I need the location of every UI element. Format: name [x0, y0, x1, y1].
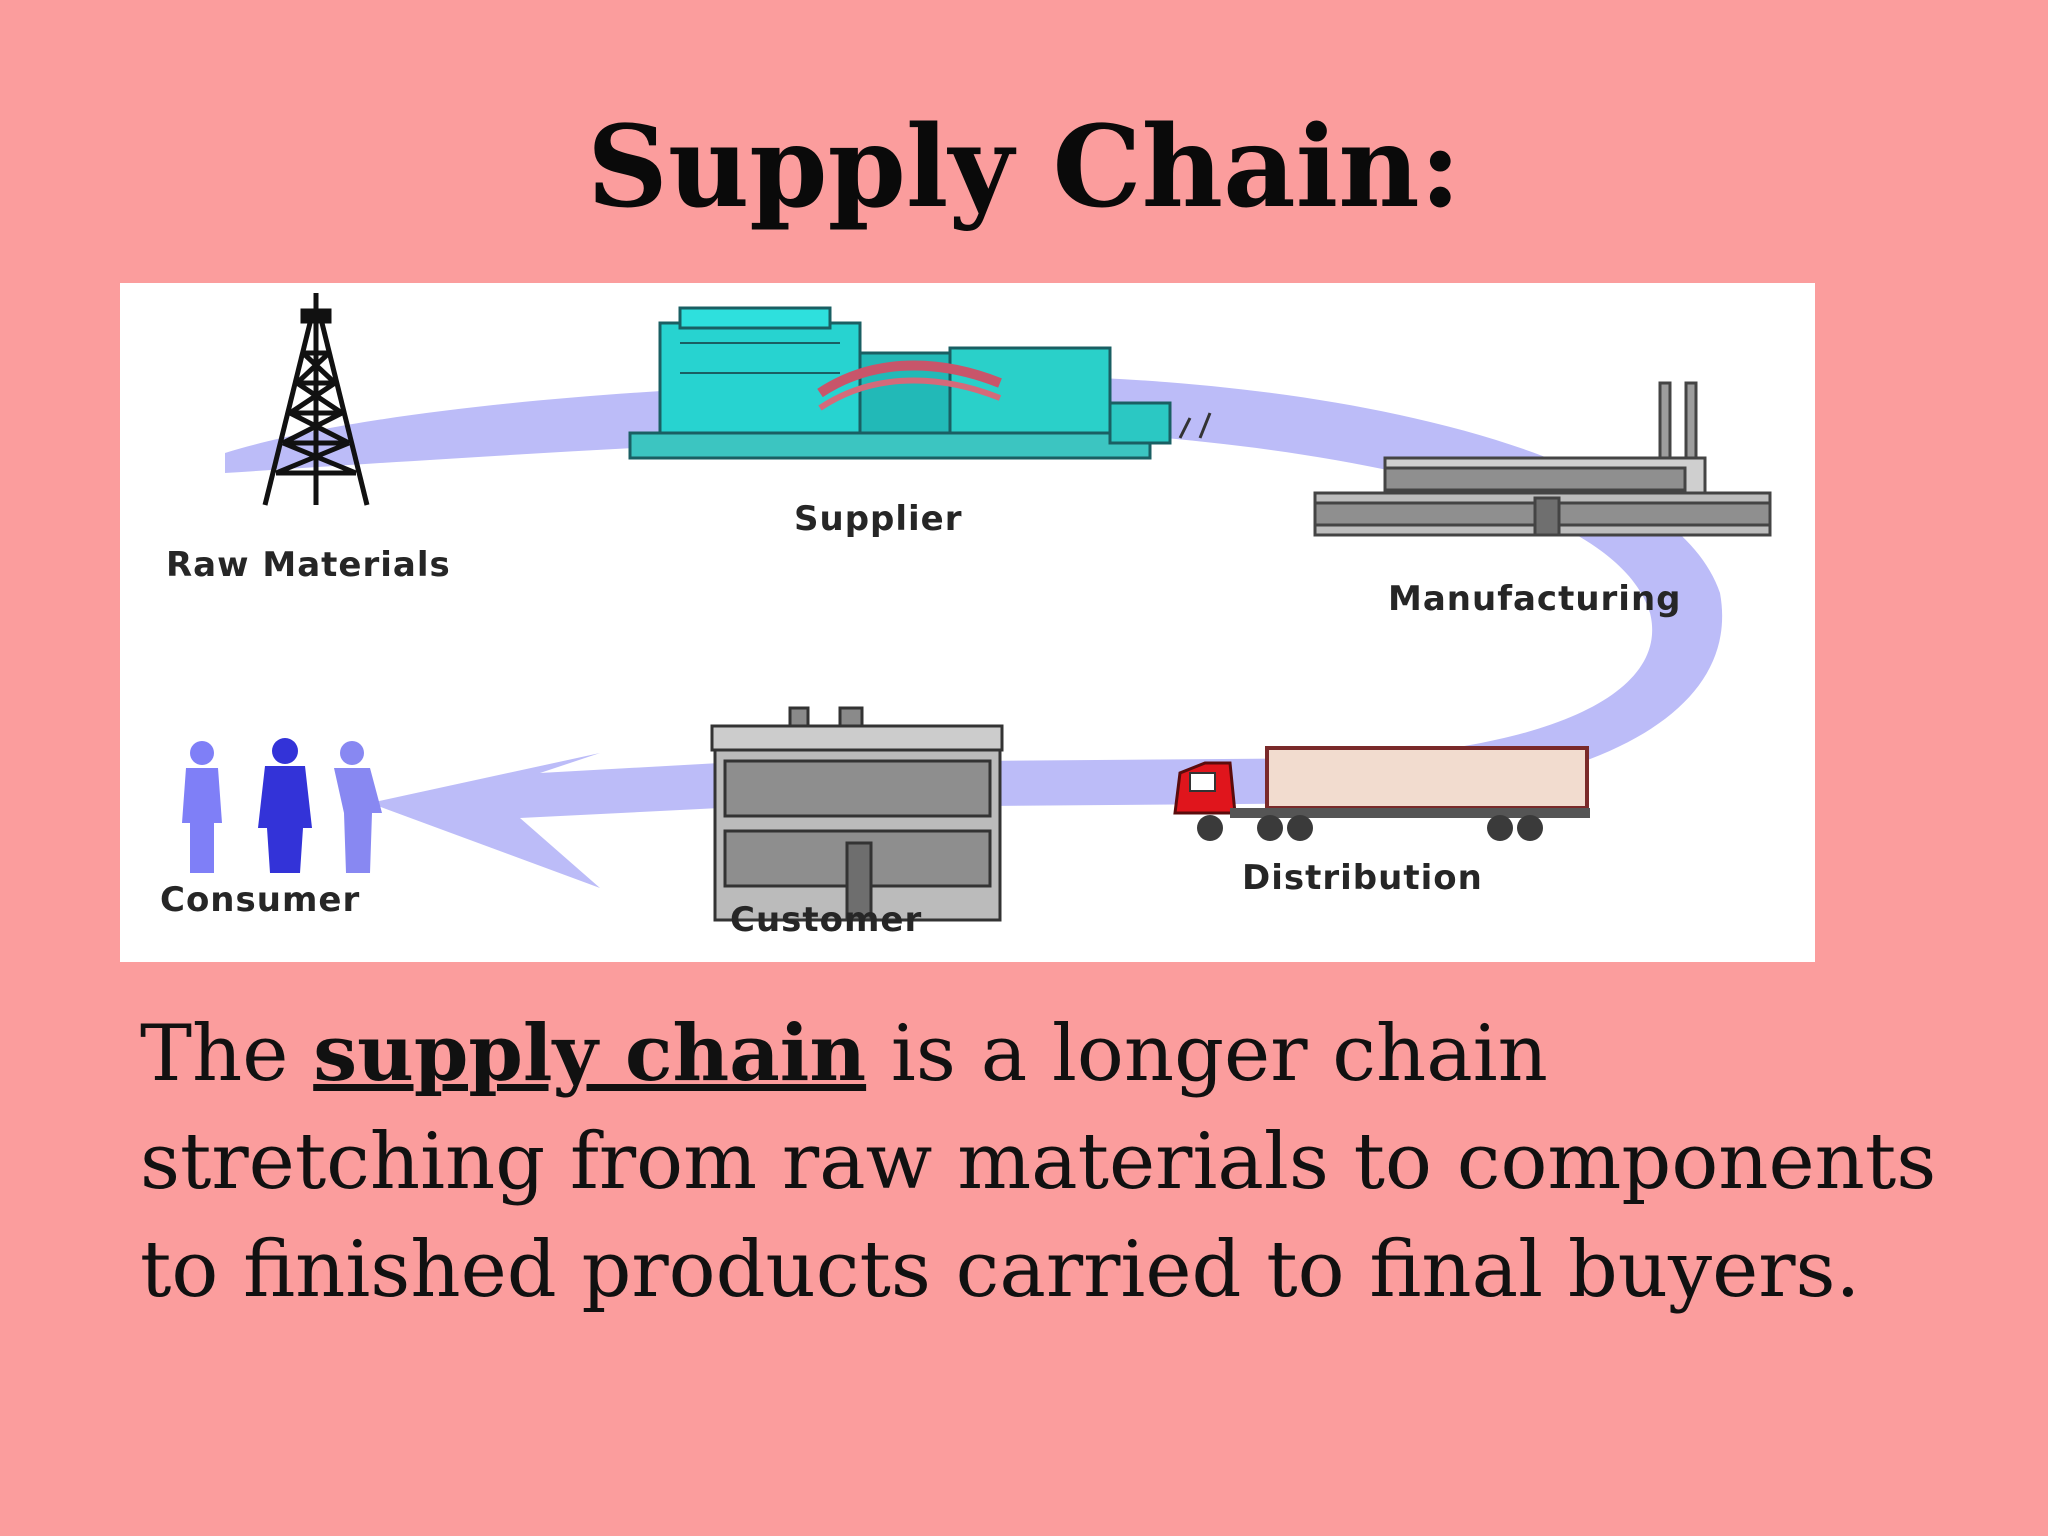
stage-label-customer: Customer [730, 900, 923, 940]
industrial-plant-icon [628, 306, 1212, 460]
supply-chain-diagram: Raw Materials Supplier Manufacturing Dis… [120, 283, 1815, 962]
people-icon [182, 738, 382, 873]
stage-label-raw-materials: Raw Materials [166, 545, 451, 585]
truck-icon [1173, 746, 1590, 841]
store-building-icon [710, 706, 1004, 922]
factory-icon [1313, 381, 1772, 537]
stage-label-supplier: Supplier [794, 499, 963, 539]
oil-derrick-icon [262, 293, 370, 506]
stage-label-manufacturing: Manufacturing [1388, 579, 1682, 619]
stage-label-distribution: Distribution [1242, 858, 1483, 898]
slide-title: Supply Chain: [586, 102, 1461, 233]
definition-term: supply chain [313, 1008, 867, 1099]
stage-label-consumer: Consumer [160, 880, 361, 920]
diagram-graphics [182, 293, 1772, 922]
definition-prefix: The [140, 1009, 314, 1099]
definition-paragraph: The supply chain is a longer chain stret… [140, 1000, 1940, 1324]
definition-suffix: is a longer chain stretching from raw ma… [140, 1009, 1937, 1315]
